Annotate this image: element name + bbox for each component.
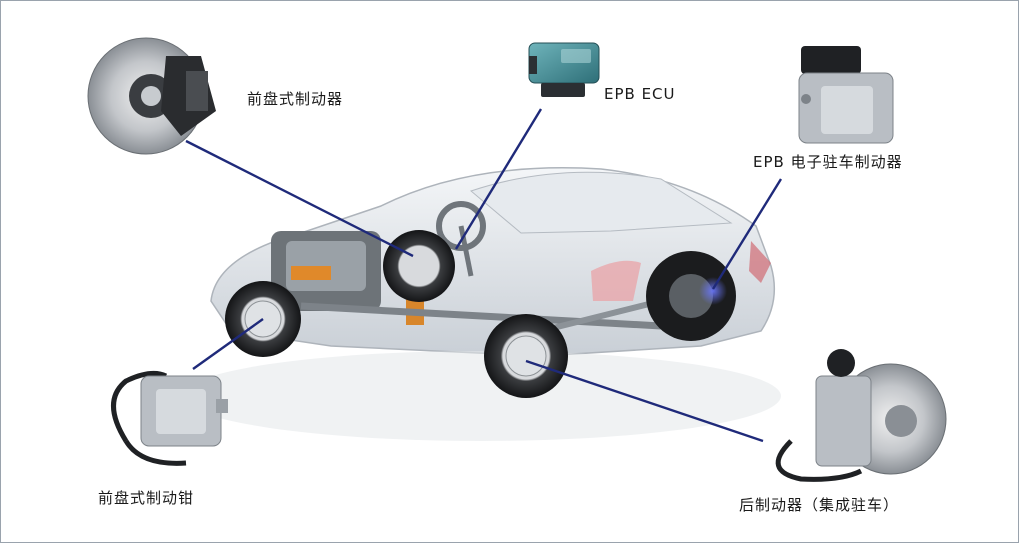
car-wheels	[225, 230, 736, 398]
label-rear-brake-integrated: 后制动器（集成驻车）	[739, 496, 900, 514]
front-caliper-image	[111, 370, 228, 466]
leader-epb-ecu	[454, 108, 543, 250]
epb-caliper-image	[798, 46, 894, 144]
leader-front-disc-brake	[185, 139, 414, 258]
epb-ecu-image	[528, 42, 600, 97]
label-front-disc-brake: 前盘式制动器	[247, 90, 344, 108]
label-front-disc-caliper: 前盘式制动钳	[98, 489, 195, 507]
leader-lines	[185, 108, 783, 443]
leader-rear-brake	[525, 359, 764, 443]
leader-front-disc-caliper	[192, 318, 264, 370]
leader-epb-parking-brake	[711, 178, 783, 290]
label-epb-ecu: EPB ECU	[604, 85, 676, 103]
front-disc-brake-image	[87, 37, 216, 155]
rear-brake-image	[775, 349, 947, 482]
label-epb-parking-brake: EPB 电子驻车制动器	[753, 153, 903, 171]
